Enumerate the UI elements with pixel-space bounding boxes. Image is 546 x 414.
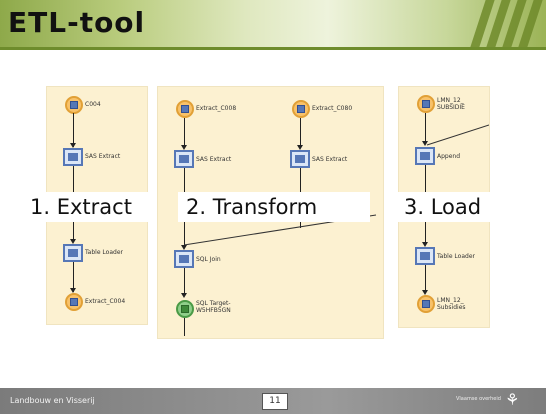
node-label: LMN_12_ SUBSIDIE (437, 97, 465, 111)
table-node-icon[interactable] (176, 100, 194, 118)
node-label: SQL Join (196, 256, 221, 263)
flow-line (425, 265, 426, 293)
flow-line (425, 113, 426, 144)
node-label: Append (437, 153, 461, 160)
table-node-icon[interactable] (417, 95, 435, 113)
flow-line (184, 118, 185, 148)
table-loader-icon[interactable] (63, 244, 83, 262)
sas-extract-icon[interactable] (174, 150, 194, 168)
node-label: LMN_12_ Subsidies (437, 297, 466, 311)
footer-org: Landbouw en Visserij (10, 396, 95, 405)
flow-arrow (422, 141, 428, 146)
flow-arrow (422, 290, 428, 295)
table-node-icon[interactable] (65, 293, 83, 311)
flow-arrow (181, 293, 187, 298)
flow-line (73, 262, 74, 292)
table-node-icon[interactable] (65, 96, 83, 114)
sql-target-icon[interactable] (176, 300, 194, 318)
flow-arrow (181, 145, 187, 150)
stage-label-load: 3. Load (396, 192, 500, 222)
append-connector (426, 124, 489, 146)
table-node-icon[interactable] (292, 100, 310, 118)
flow-line (300, 118, 301, 148)
node-label: Extract_C008 (196, 105, 237, 112)
flow-arrow (70, 143, 76, 148)
node-label: Table Loader (85, 249, 123, 256)
page-number: 11 (262, 393, 288, 410)
footer-brand: Vlaamse overheid (456, 396, 501, 402)
stage-label-extract: 1. Extract (28, 192, 154, 222)
node-label: C004 (85, 101, 101, 108)
header-bar (0, 0, 546, 47)
page-title: ETL-tool (8, 6, 146, 39)
table-loader-icon[interactable] (415, 247, 435, 265)
node-label: Extract_C004 (85, 298, 126, 305)
node-label: SAS Extract (85, 153, 121, 160)
flow-line (184, 268, 185, 296)
node-label: Table Loader (437, 253, 475, 260)
lion-logo-icon: ⚘ (505, 390, 520, 409)
node-label: SAS Extract (196, 156, 232, 163)
append-icon[interactable] (415, 147, 435, 165)
flow-arrow (70, 288, 76, 293)
sql-join-icon[interactable] (174, 250, 194, 268)
flow-line (73, 225, 74, 239)
node-label: SAS Extract (312, 156, 348, 163)
flow-line (184, 318, 185, 336)
flow-arrow (70, 239, 76, 244)
flow-arrow (181, 245, 187, 250)
header-divider (0, 47, 546, 50)
flow-arrow (297, 145, 303, 150)
table-node-icon[interactable] (417, 295, 435, 313)
node-label: SQL Target- W5HFB5GN (196, 300, 231, 314)
flow-arrow (422, 242, 428, 247)
sas-extract-icon[interactable] (290, 150, 310, 168)
sas-extract-icon[interactable] (63, 148, 83, 166)
flow-line (73, 113, 74, 147)
node-label: Extract_C080 (312, 105, 353, 112)
stage-label-transform: 2. Transform (178, 192, 370, 222)
